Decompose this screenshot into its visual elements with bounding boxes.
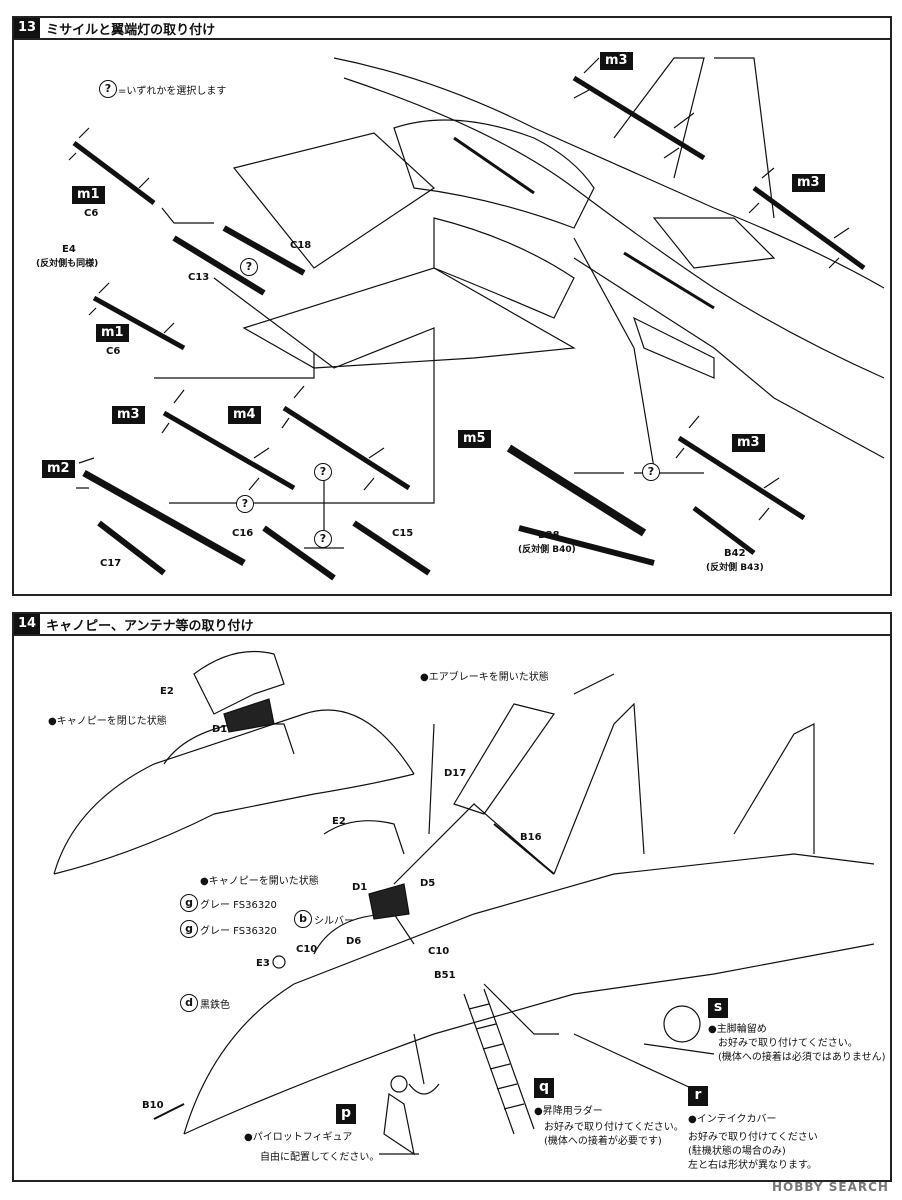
step-14-illustration xyxy=(53,651,875,1156)
paint-gunmetal: 黒鉄色 xyxy=(200,1000,230,1011)
choice-c16-c15: ? xyxy=(314,530,332,548)
tag-m3-top: m3 xyxy=(600,52,633,70)
option-q-text1: お好みで取り付けてください。 xyxy=(544,1122,684,1133)
choice-c13-c18: ? xyxy=(240,258,258,276)
part-b38-note: (反対側 B40) xyxy=(518,545,576,555)
tag-m5: m5 xyxy=(458,430,491,448)
part-d1-open: D1 xyxy=(352,882,368,893)
part-d17: D17 xyxy=(444,768,467,779)
part-c16: C16 xyxy=(232,528,254,539)
tag-m2: m2 xyxy=(42,460,75,478)
option-r-text1: お好みで取り付けてください xyxy=(688,1132,818,1143)
option-s-text2: (機体への接着は必須ではありません) xyxy=(718,1052,886,1063)
step-13-title: ミサイルと翼端灯の取り付け xyxy=(46,22,216,38)
part-b10: B10 xyxy=(142,1100,164,1111)
option-q-text2: (機体への接着が必要です) xyxy=(544,1136,662,1147)
option-p-badge: p xyxy=(336,1104,356,1124)
option-r-badge: r xyxy=(688,1086,708,1106)
note-canopy-closed: ●キャノピーを閉じた状態 xyxy=(48,716,167,727)
part-e2-open: E2 xyxy=(332,816,346,827)
paint-code-b: b xyxy=(294,910,312,928)
step-14-number: 14 xyxy=(14,614,41,634)
option-q-title: ●昇降用ラダー xyxy=(534,1106,603,1117)
paint-code-d: d xyxy=(180,994,198,1012)
tag-m3-lower-right: m3 xyxy=(732,434,765,452)
choice-m2: ? xyxy=(236,495,254,513)
option-s-text1: お好みで取り付けてください。 xyxy=(718,1038,858,1049)
part-b16: B16 xyxy=(520,832,542,843)
part-b42-note: (反対側 B43) xyxy=(706,563,764,573)
part-c6-lower: C6 xyxy=(106,346,121,357)
option-q-badge: q xyxy=(534,1078,554,1098)
part-c10-right: C10 xyxy=(428,946,450,957)
choice-m3-m4: ? xyxy=(314,463,332,481)
tag-m1-upper: m1 xyxy=(72,186,105,204)
step-13-panel: 13 ミサイルと翼端灯の取り付け xyxy=(12,16,892,596)
part-c6-upper: C6 xyxy=(84,208,99,219)
part-c10-left: C10 xyxy=(296,944,318,955)
part-d1-closed: D1 xyxy=(212,724,228,735)
watermark: HOBBY SEARCH xyxy=(772,1180,889,1194)
part-e3: E3 xyxy=(256,958,270,969)
note-canopy-open: ●キャノピーを開いた状態 xyxy=(200,876,319,887)
part-b51: B51 xyxy=(434,970,456,981)
tag-m3-left: m3 xyxy=(112,406,145,424)
paint-silver: シルバー xyxy=(314,916,354,927)
part-d6: D6 xyxy=(346,936,362,947)
part-c15: C15 xyxy=(392,528,414,539)
step-13-illustration xyxy=(68,57,885,581)
part-e2-closed: E2 xyxy=(160,686,174,697)
paint-gray-2: グレー FS36320 xyxy=(200,926,277,937)
option-p-text1: 自由に配置してください。 xyxy=(260,1152,380,1163)
part-e4: E4 xyxy=(62,244,76,255)
step-13-header: 13 ミサイルと翼端灯の取り付け xyxy=(14,18,890,40)
choice-m5-m3: ? xyxy=(642,463,660,481)
part-b42: B42 xyxy=(724,548,746,559)
part-d5: D5 xyxy=(420,878,436,889)
paint-code-g2: g xyxy=(180,920,198,938)
part-b38: B38 xyxy=(538,530,560,541)
choice-symbol: ? xyxy=(99,80,117,98)
note-airbrake: ●エアブレーキを開いた状態 xyxy=(420,672,549,683)
choice-legend: =いずれかを選択します xyxy=(118,86,227,97)
step-14-title: キャノピー、アンテナ等の取り付け xyxy=(46,618,254,634)
option-r-text2: (駐機状態の場合のみ) xyxy=(688,1146,786,1157)
option-r-text3: 左と右は形状が異なります。 xyxy=(688,1160,817,1171)
option-p-title: ●パイロットフィギュア xyxy=(244,1132,353,1143)
paint-gray-1: グレー FS36320 xyxy=(200,900,277,911)
option-s-badge: s xyxy=(708,998,728,1018)
step-14-panel: 14 キャノピー、アンテナ等の取り付け xyxy=(12,612,892,1182)
part-c17: C17 xyxy=(100,558,122,569)
step-13-number: 13 xyxy=(14,18,41,38)
step-14-header: 14 キャノピー、アンテナ等の取り付け xyxy=(14,614,890,636)
tag-m3-right: m3 xyxy=(792,174,825,192)
part-c13: C13 xyxy=(188,272,210,283)
part-c18: C18 xyxy=(290,240,312,251)
option-s-title: ●主脚輪留め xyxy=(708,1024,767,1035)
paint-code-g1: g xyxy=(180,894,198,912)
tag-m4: m4 xyxy=(228,406,261,424)
part-e4-note: (反対側も同様) xyxy=(36,259,99,269)
tag-m1-lower: m1 xyxy=(96,324,129,342)
option-r-title: ●インテイクカバー xyxy=(688,1114,777,1125)
